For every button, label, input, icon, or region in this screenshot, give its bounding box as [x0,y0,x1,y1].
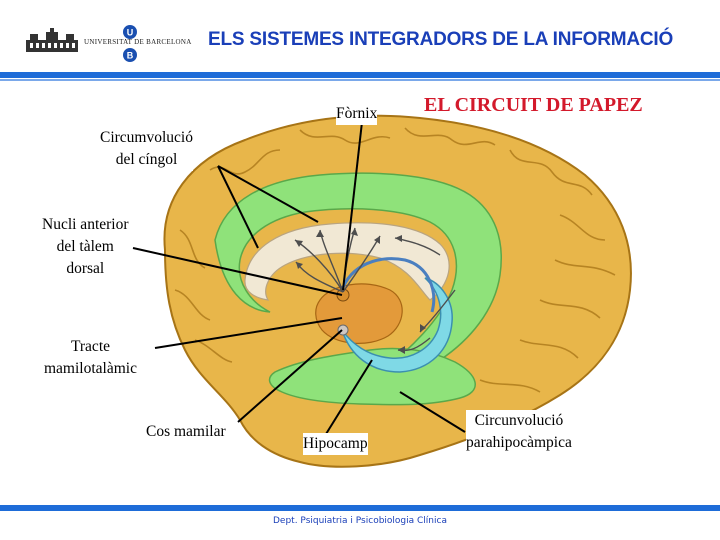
footer-divider [0,505,720,511]
leader-cos [237,329,343,423]
label-nucleus-line2: del tàlem [56,238,114,255]
label-anterior-nucleus: Nucli anterior del tàlem dorsal [42,214,129,280]
label-parahippocampal-gyrus: Circunvolució parahipocàmpica [466,410,572,454]
leader-hipocamp [325,359,373,435]
label-tract-line1: Tracte [70,338,110,355]
leader-parahipo [399,391,466,433]
svg-text:B: B [127,51,134,61]
label-mammillothalamic-tract: Tracte mamilotalàmic [44,336,137,380]
label-parahipo-line2: parahipocàmpica [466,434,572,451]
diagram-heading: EL CIRCUIT DE PAPEZ [424,94,643,116]
label-nucleus-line3: dorsal [66,260,105,277]
label-cingulate-line2: del cíngol [115,151,178,168]
leader-tracte [154,317,343,349]
label-nucleus-line1: Nucli anterior [42,216,129,233]
slide-title: ELS SISTEMES INTEGRADORS DE LA INFORMACI… [208,29,674,50]
leader-nucli [132,247,343,296]
label-parahipo-line1: Circunvolució [474,412,564,429]
fornix-arc [338,257,436,313]
label-fornix: Fòrnix [336,103,378,125]
cingulate-gyrus [214,172,502,376]
leader-cingol-a [217,165,259,249]
corpus-callosum [244,222,450,301]
university-logo: U B [26,25,137,62]
footer-text: Dept. Psiquiatria i Psicobiologia Clínic… [273,516,447,526]
svg-text:U: U [127,28,134,38]
header-divider [0,72,720,78]
leader-fornix [342,121,363,291]
label-hippocampus: Hipocamp [303,433,368,455]
university-name: UNIVERSITAT DE BARCELONA [84,38,192,46]
slide-header: U B UNIVERSITAT DE BARCELONA ELS SISTEME… [0,0,720,70]
label-tract-line2: mamilotalàmic [44,360,137,377]
header-divider-thin [0,79,720,81]
label-cingulate-line1: Circumvolució [100,129,193,146]
leader-cingol-b [217,165,319,223]
thalamus [315,283,403,344]
label-cingulate-gyrus: Circumvolució del cíngol [100,127,193,171]
label-mammillary-body: Cos mamilar [146,421,226,443]
